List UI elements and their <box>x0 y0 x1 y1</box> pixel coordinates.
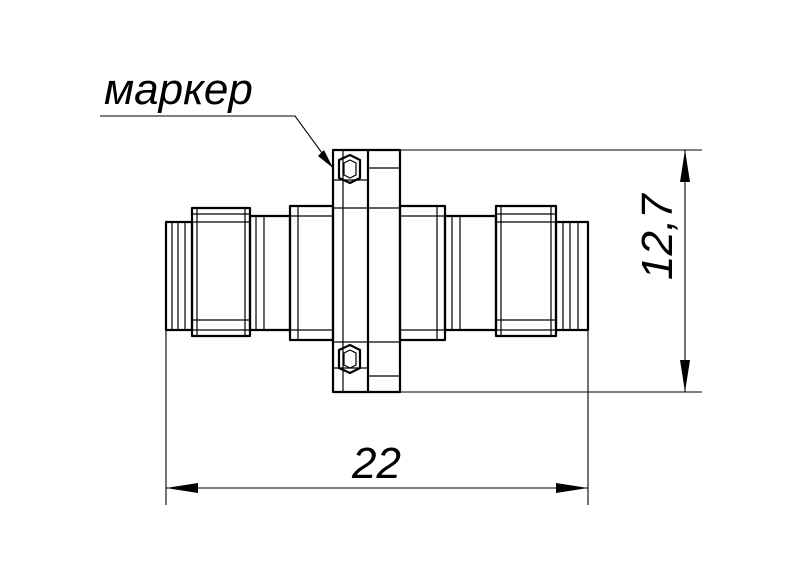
left-socket <box>164 204 335 342</box>
length-dimension-text: 22 <box>351 439 401 488</box>
marker-hex-top <box>337 153 362 185</box>
marker-leader <box>100 115 334 169</box>
right-socket <box>398 204 590 342</box>
length-dimension <box>165 330 589 505</box>
flange <box>331 148 402 394</box>
height-dimension <box>400 149 702 393</box>
marker-hex-bottom <box>337 343 362 375</box>
height-dimension-text: 12,7 <box>633 193 682 280</box>
marker-label: маркер <box>104 65 253 114</box>
